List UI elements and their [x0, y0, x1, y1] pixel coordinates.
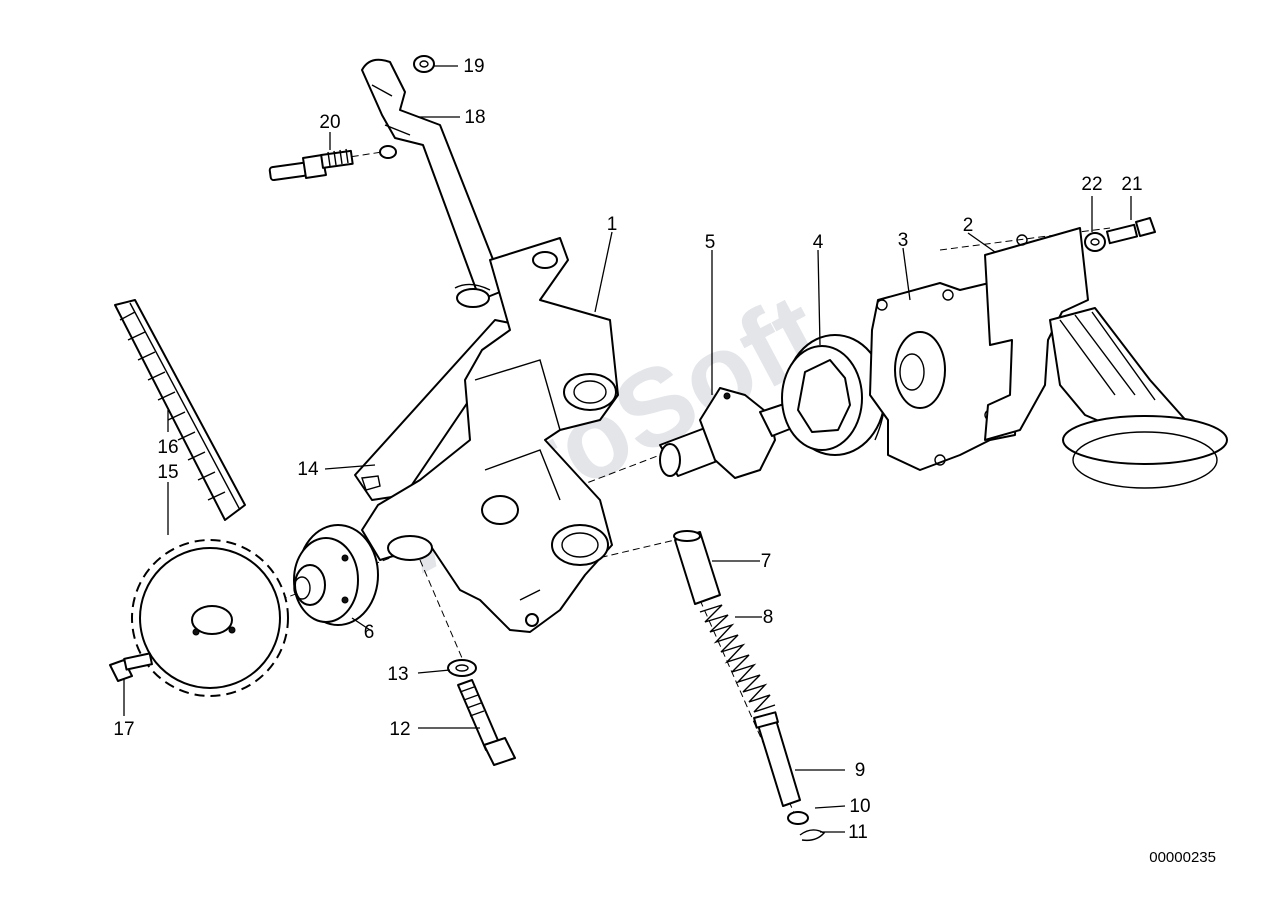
callout-10: 10 [849, 796, 870, 817]
leader-lines [123, 65, 1132, 833]
part-6-drive-flange [293, 524, 379, 626]
part-2-oil-pickup [984, 227, 1228, 489]
part-10-washer [787, 811, 809, 825]
part-12-bolt [457, 679, 516, 766]
callout-21: 21 [1121, 174, 1142, 195]
part-7-piston [673, 530, 721, 605]
part-16-timing-chain [114, 299, 246, 521]
part-5-inner-rotor [659, 387, 801, 479]
document-number: 00000235 [1149, 849, 1216, 866]
callout-labels: 1 2 3 4 5 6 7 8 9 10 11 12 13 14 15 16 1… [113, 56, 1142, 843]
part-1-pump-housing [361, 237, 619, 633]
part-8-spring [699, 604, 776, 713]
callout-5: 5 [705, 232, 716, 253]
part-15-sprocket [131, 539, 289, 697]
callout-7: 7 [761, 551, 772, 572]
part-3-pump-cover [869, 277, 1021, 471]
callout-17: 17 [113, 719, 134, 740]
callout-16: 16 [157, 437, 178, 458]
callout-20: 20 [319, 112, 340, 133]
part-13-washer [447, 659, 477, 677]
part-11-circlip [799, 829, 826, 842]
callout-13: 13 [387, 664, 408, 685]
callout-3: 3 [898, 230, 909, 251]
part-21-bolt [1105, 217, 1156, 245]
callout-22: 22 [1081, 174, 1102, 195]
part-4-outer-rotor [781, 334, 886, 456]
callout-19: 19 [463, 56, 484, 77]
callout-9: 9 [855, 760, 866, 781]
callout-4: 4 [813, 232, 824, 253]
part-22-washer [1084, 232, 1106, 252]
callout-11: 11 [848, 822, 868, 843]
part-20-bolt [268, 148, 354, 182]
callout-18: 18 [464, 107, 485, 128]
part-18-oil-pipe [361, 58, 506, 308]
callout-15: 15 [157, 462, 178, 483]
callout-14: 14 [297, 459, 319, 480]
callout-12: 12 [389, 719, 410, 740]
part-17-bolt [109, 652, 153, 682]
part-19-washer [413, 55, 435, 73]
part-9-pin [753, 711, 801, 807]
callout-2: 2 [963, 215, 974, 236]
callout-1: 1 [607, 214, 618, 235]
callout-8: 8 [763, 607, 774, 628]
callout-6: 6 [364, 622, 375, 643]
